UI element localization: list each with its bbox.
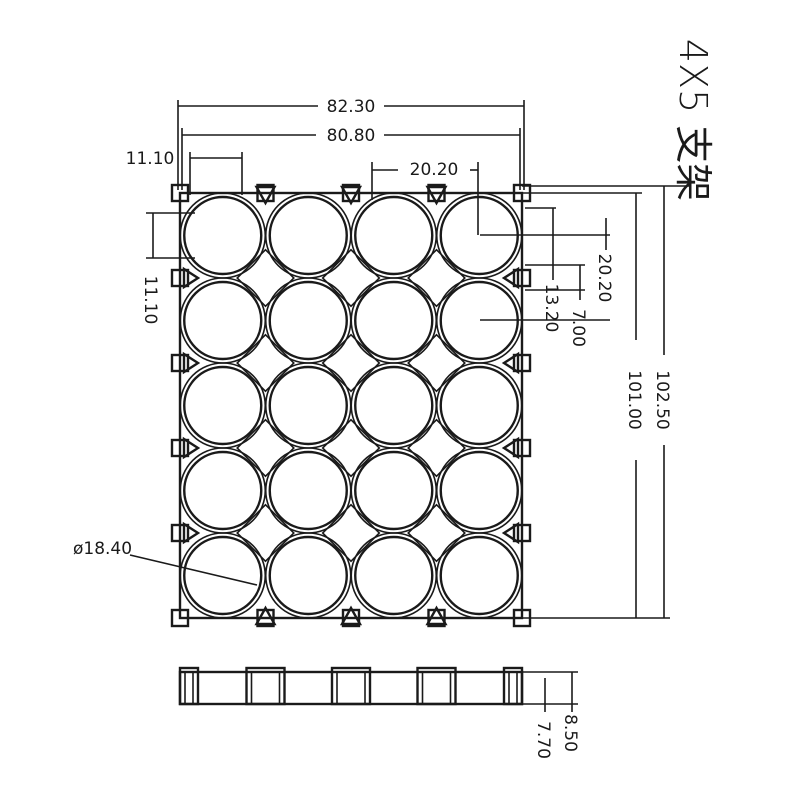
spacer-node <box>321 333 381 393</box>
side-boss <box>330 666 372 706</box>
corner-tab <box>170 268 190 288</box>
side-boss <box>502 666 524 706</box>
cell-rim <box>350 447 438 534</box>
corner-tab <box>512 353 532 373</box>
spacer-node <box>407 333 466 393</box>
cell-rim <box>179 362 267 449</box>
cell-rim <box>264 192 352 279</box>
spacer-node <box>321 503 381 563</box>
cell-rim <box>435 532 523 619</box>
dimension-labels: 82.30 80.80 11.10 20.20 11.10 20.20 7.00… <box>73 39 715 759</box>
dim-rib-offset: 13.20 <box>541 284 561 333</box>
battery-cell <box>183 535 263 616</box>
cell-rim <box>350 277 438 364</box>
spacer-node <box>236 333 295 393</box>
corner-tab <box>512 523 532 543</box>
edge-tab-triangle <box>501 521 520 545</box>
side-view <box>178 666 524 706</box>
cell-rim <box>350 362 438 449</box>
spacer-node <box>407 418 466 478</box>
cell-rim <box>264 447 352 534</box>
edge-tab-triangle <box>182 436 201 460</box>
cell-rim <box>435 447 523 534</box>
side-boss <box>416 666 457 706</box>
cell-rim <box>264 362 352 449</box>
spacer-node <box>407 503 466 563</box>
dim-overall-width: 82.30 <box>327 97 376 117</box>
edge-tab-triangle <box>339 185 363 206</box>
dim-plate-thickness: 7.70 <box>533 721 553 759</box>
battery-cell <box>439 535 519 616</box>
battery-cell <box>183 280 263 361</box>
cell-rim <box>264 277 352 364</box>
spacer-node <box>236 418 295 478</box>
corner-tab <box>512 438 532 458</box>
battery-cell <box>183 195 263 276</box>
dim-cell-diameter: ø18.40 <box>73 539 132 559</box>
battery-cell <box>268 280 348 361</box>
corner-tab <box>170 438 190 458</box>
battery-cell <box>268 535 348 616</box>
dim-inner-width: 80.80 <box>327 126 376 146</box>
dim-edge-y: 11.10 <box>140 276 160 325</box>
spacer-node <box>407 248 466 308</box>
corner-tab <box>512 268 532 288</box>
side-boss <box>245 666 286 706</box>
dim-total-thickness: 8.50 <box>560 714 580 752</box>
battery-cell <box>354 195 434 276</box>
edge-tab-triangle <box>501 351 520 375</box>
corner-tab <box>170 608 190 628</box>
edge-tab-triangle <box>182 351 201 375</box>
cell-rim <box>179 447 267 534</box>
dim-pitch-y: 20.20 <box>594 254 614 303</box>
dimension-lines <box>129 100 690 712</box>
battery-cell <box>354 280 434 361</box>
cell-rim <box>179 532 267 619</box>
cell-rim <box>350 192 438 279</box>
cell-rim <box>179 277 267 364</box>
edge-tab-triangle <box>425 605 448 626</box>
battery-cell <box>439 450 519 531</box>
side-plate <box>178 670 524 706</box>
dim-inner-height: 101.00 <box>624 370 644 429</box>
drawing-title: 4X5 支架 <box>671 39 715 201</box>
dim-edge-x: 11.10 <box>126 149 175 169</box>
battery-cell <box>268 365 348 446</box>
battery-cell <box>354 450 434 531</box>
cell-rim <box>179 192 267 279</box>
cell-rim <box>435 362 523 449</box>
side-boss <box>178 666 200 706</box>
edge-tab-triangle <box>182 266 201 290</box>
edge-tab-triangle <box>501 436 520 460</box>
top-view <box>170 183 532 628</box>
dim-overall-height: 102.50 <box>652 370 672 429</box>
battery-cell <box>268 195 348 276</box>
edge-tab-triangle <box>425 185 448 206</box>
spacer-node <box>321 248 381 308</box>
battery-cell <box>183 365 263 446</box>
battery-cell <box>183 450 263 531</box>
dim-rib-spacing: 7.00 <box>568 309 588 347</box>
edge-tab-triangle <box>501 266 520 290</box>
battery-cell <box>354 535 434 616</box>
battery-cell <box>268 450 348 531</box>
edge-tab-triangle <box>182 521 201 545</box>
edge-tab-triangle <box>339 605 363 626</box>
cell-rim <box>264 532 352 619</box>
corner-tab <box>170 523 190 543</box>
edge-tab-triangle <box>254 185 277 206</box>
spacer-node <box>236 503 295 563</box>
edge-tab-triangle <box>254 605 277 626</box>
spacer-node <box>236 248 295 308</box>
corner-tab <box>170 353 190 373</box>
cell-rim <box>350 532 438 619</box>
battery-cell <box>439 365 519 446</box>
battery-cell <box>354 365 434 446</box>
spacer-node <box>321 418 381 478</box>
corner-tab <box>170 183 190 203</box>
dim-pitch-x: 20.20 <box>410 160 459 180</box>
